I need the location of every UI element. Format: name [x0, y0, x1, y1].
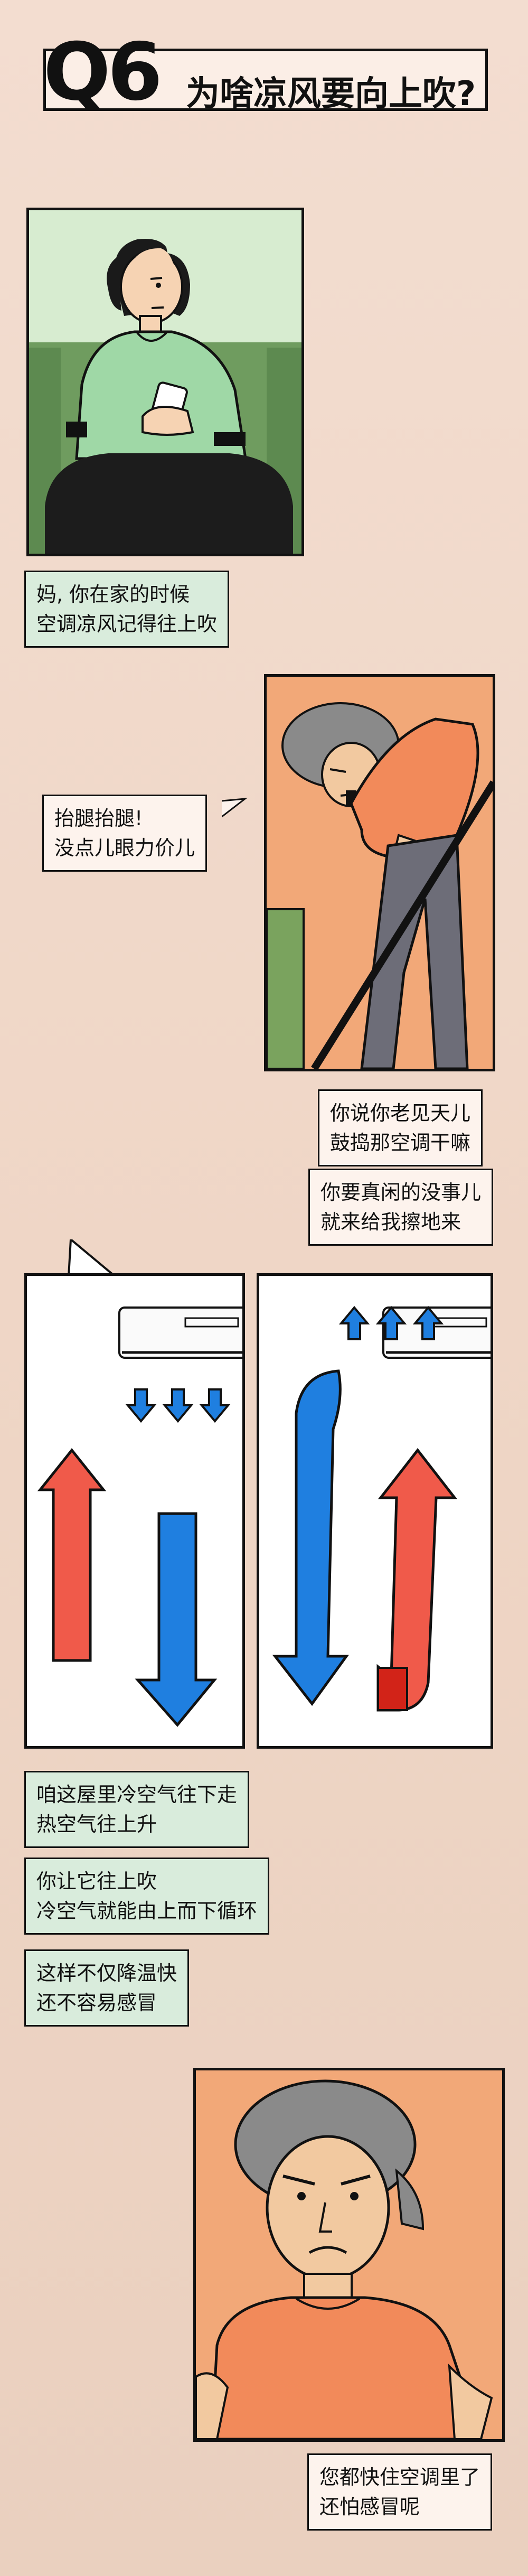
caption-line: 抬腿抬腿! [54, 807, 143, 830]
caption-line: 没点儿眼力价儿 [54, 836, 195, 860]
panel-ac-up [257, 1273, 493, 1749]
young-man-illustration [29, 239, 301, 554]
title-box [43, 49, 488, 111]
ac-cold-up-diagram [272, 1305, 491, 1712]
caption-7: 这样不仅降温快 还不容易感冒 [24, 1949, 190, 2027]
caption-8: 您都快住空调里了 还怕感冒呢 [307, 2453, 493, 2531]
air-conditioner-icon [382, 1306, 491, 1359]
panel-mom-mopping [264, 674, 495, 1071]
caption-4: 你要真闲的没事儿 就来给我擦地来 [308, 1169, 494, 1246]
caption-line: 冷空气就能由上而下循环 [36, 1899, 258, 1922]
caption-5: 咱这屋里冷空气往下走 热空气往上升 [24, 1771, 250, 1848]
caption-6: 你让它往上吹 冷空气就能由上而下循环 [24, 1858, 270, 1935]
caption-line: 妈, 你在家的时候 [36, 583, 190, 606]
hot-air-up-arrow [37, 1448, 107, 1662]
page-title: 为啥凉风要向上吹? [186, 74, 476, 114]
mom-frowning-illustration [196, 2079, 493, 2439]
cold-air-down-arrow [135, 1512, 218, 1727]
caption-line: 你要真闲的没事儿 [320, 1181, 482, 1204]
panel-young-man [26, 208, 304, 556]
mom-mopping-illustration [267, 702, 493, 1069]
speech-tail-icon [68, 1239, 116, 1276]
panel-ac-down [24, 1273, 245, 1749]
caption-line: 鼓捣那空调干嘛 [330, 1131, 471, 1154]
caption-line: 您都快住空调里了 [319, 2466, 480, 2489]
caption-line: 还怕感冒呢 [319, 2495, 420, 2518]
cold-air-circulation-arrow [272, 1369, 349, 1706]
caption-line: 你说你老见天儿 [330, 1102, 471, 1125]
caption-line: 就来给我擦地来 [320, 1210, 461, 1234]
speech-tail-icon [222, 798, 248, 818]
panel-mom-frowning [193, 2068, 505, 2442]
air-conditioner-icon [118, 1306, 242, 1359]
caption-line: 你让它往上吹 [36, 1870, 157, 1893]
airflow-up-arrows [338, 1305, 444, 1340]
caption-1: 妈, 你在家的时候 空调凉风记得往上吹 [24, 571, 230, 648]
caption-line: 咱这屋里冷空气往下走 [36, 1783, 238, 1806]
caption-line: 热空气往上升 [36, 1813, 157, 1836]
caption-2-bubble: 抬腿抬腿! 没点儿眼力价儿 [42, 795, 208, 872]
ac-cold-down-diagram [37, 1306, 242, 1727]
title-q: Q6 [43, 26, 163, 118]
caption-line: 还不容易感冒 [36, 1991, 157, 2014]
airflow-down-arrows [125, 1388, 231, 1423]
caption-3: 你说你老见天儿 鼓捣那空调干嘛 [318, 1089, 483, 1166]
caption-line: 这样不仅降温快 [36, 1962, 177, 1985]
caption-line: 空调凉风记得往上吹 [36, 612, 218, 636]
